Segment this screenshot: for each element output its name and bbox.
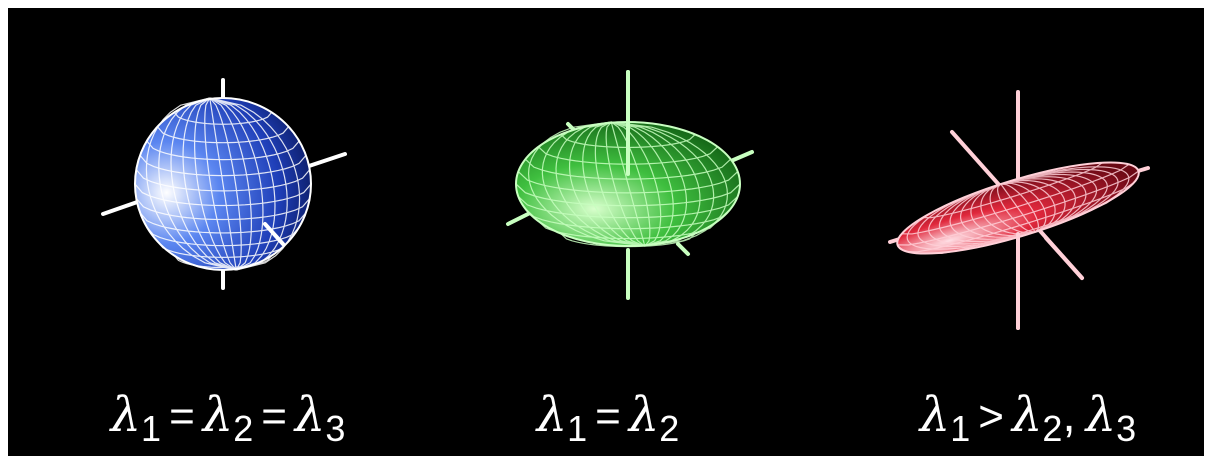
lambda-symbol: λ xyxy=(536,387,568,443)
axis-line xyxy=(506,210,534,226)
lambda-subscript: 2 xyxy=(1042,408,1063,449)
lambda-subscript: 1 xyxy=(950,408,971,449)
caption-sphere: λ1=λ2=λ3 xyxy=(68,380,388,450)
operator-symbol: = xyxy=(261,392,287,441)
lambda-subscript: 3 xyxy=(1116,408,1137,449)
figure-panel: λ1=λ2=λ3 λ1=λ2 λ1>λ2,λ3 xyxy=(8,8,1204,456)
lambda-subscript: 3 xyxy=(325,408,346,449)
axis-line xyxy=(263,222,285,246)
lambda-subscript: 2 xyxy=(659,408,680,449)
lambda-symbol: λ xyxy=(110,387,142,443)
operator-symbol: = xyxy=(595,392,621,441)
lambda-symbol: λ xyxy=(294,387,326,443)
operator-symbol: = xyxy=(169,392,195,441)
axis-line xyxy=(676,242,690,256)
operator-symbol: , xyxy=(1062,389,1076,442)
axis-line xyxy=(1044,236,1084,280)
lambda-symbol: λ xyxy=(1085,387,1117,443)
wireframe-mesh xyxy=(515,121,741,248)
lambda-symbol: λ xyxy=(628,387,660,443)
caption-prolate-ellipsoid: λ1>λ2,λ3 xyxy=(868,380,1188,450)
lambda-symbol: λ xyxy=(919,387,951,443)
wireframe-mesh xyxy=(897,162,1139,255)
prolate-ellipsoid-group xyxy=(888,90,1150,330)
operator-symbol: > xyxy=(978,392,1004,441)
lambda-subscript: 2 xyxy=(233,408,254,449)
lambda-subscript: 1 xyxy=(567,408,588,449)
sphere-group xyxy=(101,78,347,290)
lambda-symbol: λ xyxy=(202,387,234,443)
lambda-symbol: λ xyxy=(1011,387,1043,443)
lambda-subscript: 1 xyxy=(141,408,162,449)
ellipsoid-illustration xyxy=(101,70,1150,330)
caption-oblate-ellipsoid: λ1=λ2 xyxy=(468,380,748,450)
oblate-ellipsoid-group xyxy=(506,70,754,300)
wireframe-mesh xyxy=(134,97,312,271)
